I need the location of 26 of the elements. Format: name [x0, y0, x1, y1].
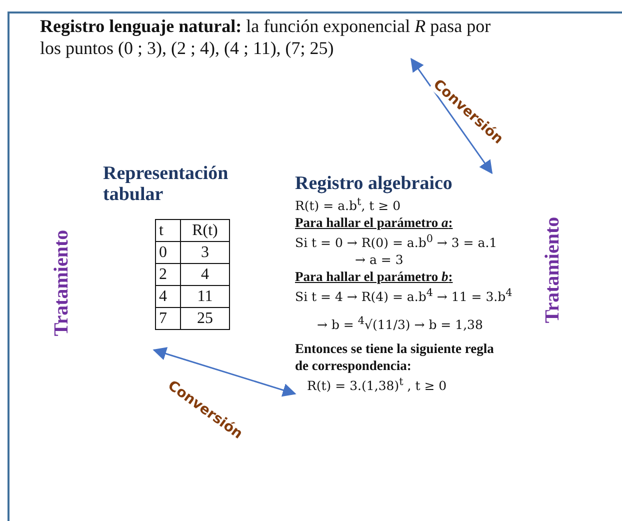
table-cell: 0 [156, 242, 180, 264]
table-cell: R(t) [180, 220, 230, 242]
table-cell: 11 [180, 286, 230, 308]
table-cell: 25 [180, 308, 230, 330]
formula: → a = 3 [354, 251, 404, 268]
table-cell: t [156, 220, 180, 242]
formula: Si t = 0 → R(0) = a.b$^{0}$ → 3 = a.1 [295, 232, 498, 252]
intro-text: Registro lenguaje natural: la función exponencial R pasa por los puntos (0 ; 3), (2 ; 4), (4 ; 11), (7; 25) [40, 15, 492, 59]
treatment-label: Tratamiento [542, 216, 564, 324]
table-cell: 2 [156, 264, 180, 286]
double-arrow [410, 58, 493, 174]
formula: R(t) = 3.(1,38)$^{t}$ , t ≥ 0 [306, 374, 448, 394]
table-cell: 7 [156, 308, 180, 330]
table-cell: 3 [180, 242, 230, 264]
step-heading: Para hallar el parámetro a: [295, 214, 454, 232]
section-heading: Representación tabular [103, 163, 230, 205]
step-heading: Para hallar el parámetro b: [295, 268, 454, 286]
table-cell: 4 [180, 264, 230, 286]
table-cell: 4 [156, 286, 180, 308]
treatment-label: Tratamiento [50, 230, 74, 336]
formula: Si t = 4 → R(4) = a.b$^{4}$ → 11 = 3.b$^{4}$ [295, 286, 514, 306]
conclusion-text: Entonces se tiene la siguiente regla de correspondencia: [295, 340, 495, 374]
section-heading: Registro algebraico [295, 173, 454, 194]
formula: R(t) = a.b$^{t}$, t ≥ 0 [295, 195, 402, 214]
formula: → b = $^{4}$√(11/3) → b = 1,38 [316, 314, 484, 334]
double-arrow [152, 347, 296, 397]
